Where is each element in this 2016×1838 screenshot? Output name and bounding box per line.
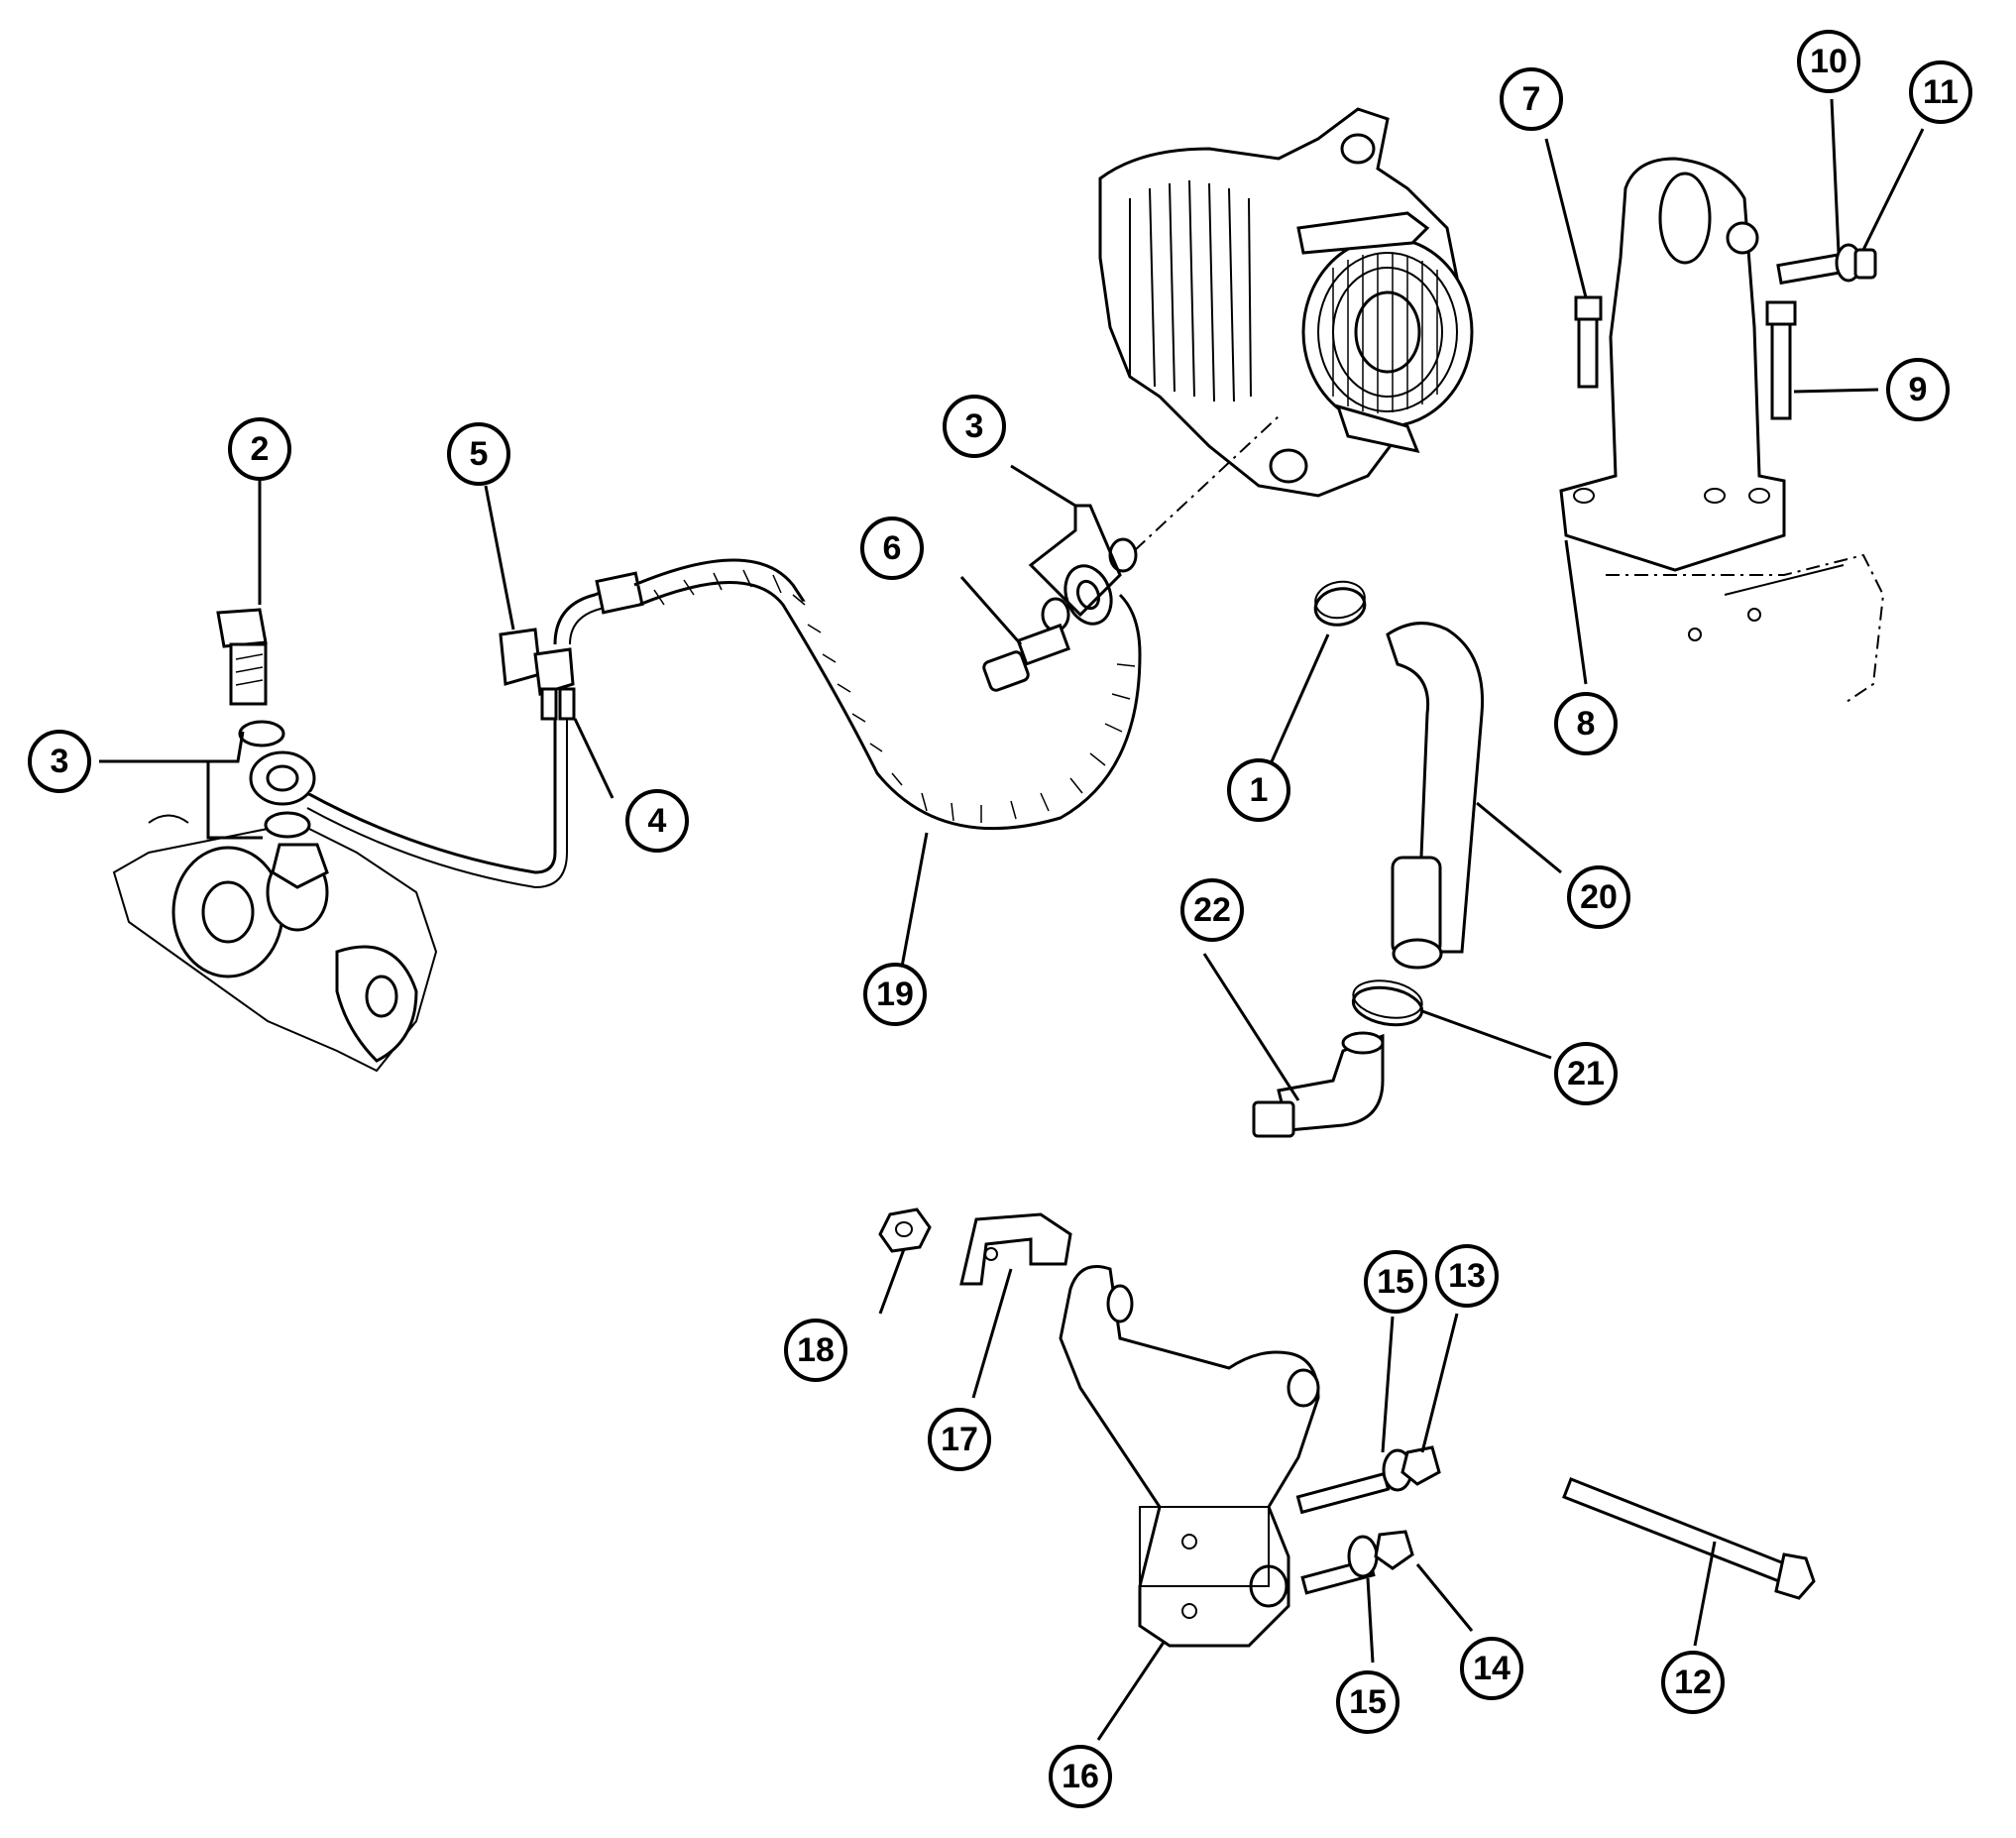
long-bolt-12 <box>1562 1477 1816 1600</box>
callout-16: 16 <box>1049 1745 1112 1808</box>
bolt-7 <box>1574 295 1603 389</box>
callout-18: 18 <box>784 1319 847 1382</box>
tube-clip-5 <box>499 628 576 721</box>
callout-20-label: 20 <box>1580 878 1618 916</box>
banjo-fitting-left <box>249 714 568 889</box>
callout-9: 9 <box>1886 358 1950 421</box>
callout-14: 14 <box>1460 1637 1523 1700</box>
callout-12: 12 <box>1661 1651 1725 1714</box>
callout-18-label: 18 <box>797 1331 835 1369</box>
callout-15-lower: 15 <box>1336 1670 1400 1734</box>
callout-8-label: 8 <box>1577 705 1596 743</box>
callout-17: 17 <box>928 1408 991 1471</box>
washer-right-upper <box>1108 537 1138 573</box>
callout-11-label: 11 <box>1923 73 1959 111</box>
banjo-bolt-6 <box>982 623 1070 692</box>
nut-18 <box>878 1207 932 1253</box>
callout-8: 8 <box>1554 692 1618 755</box>
banjo-bolt-2 <box>216 608 268 706</box>
callout-5: 5 <box>447 422 510 486</box>
callout-21: 21 <box>1554 1042 1618 1105</box>
callout-15-upper-label: 15 <box>1377 1263 1414 1301</box>
callout-17-label: 17 <box>941 1421 978 1458</box>
callout-10: 10 <box>1797 30 1860 93</box>
callout-4: 4 <box>625 789 689 853</box>
callout-13: 13 <box>1435 1244 1499 1308</box>
callout-1-label: 1 <box>1250 771 1269 809</box>
engine-outline-right <box>1606 553 1885 705</box>
callout-3-right: 3 <box>943 395 1006 458</box>
mounting-bracket-8 <box>1559 157 1786 572</box>
callout-20: 20 <box>1567 865 1630 929</box>
callout-2-label: 2 <box>251 430 270 468</box>
callout-9-label: 9 <box>1909 371 1928 408</box>
callout-10-label: 10 <box>1810 43 1848 80</box>
callout-13-label: 13 <box>1448 1257 1486 1295</box>
alternator <box>1098 107 1474 498</box>
callout-3-left-label: 3 <box>51 743 69 780</box>
callout-2: 2 <box>228 417 291 481</box>
washer-11 <box>1835 243 1877 283</box>
callout-6: 6 <box>860 517 924 580</box>
callout-7-label: 7 <box>1522 80 1541 118</box>
callout-4-label: 4 <box>648 802 667 840</box>
washer-lower <box>264 811 311 839</box>
callout-1: 1 <box>1227 758 1290 822</box>
centerline-alternator <box>1134 415 1280 551</box>
callout-16-label: 16 <box>1062 1758 1099 1795</box>
callout-19-label: 19 <box>876 976 914 1013</box>
callout-6-label: 6 <box>883 529 902 567</box>
clip-17 <box>959 1212 1072 1286</box>
bolt-10 <box>1776 252 1847 286</box>
clamp-1 <box>1313 580 1367 627</box>
callout-15-upper: 15 <box>1364 1250 1427 1314</box>
callout-22-label: 22 <box>1193 891 1231 929</box>
bolt-9 <box>1765 300 1797 420</box>
bolt-13-assembly <box>1295 1445 1441 1515</box>
callout-14-label: 14 <box>1473 1650 1511 1687</box>
callout-21-label: 21 <box>1567 1055 1605 1092</box>
fitting-nut-block <box>271 843 329 889</box>
callout-12-label: 12 <box>1674 1664 1712 1701</box>
hose-20 <box>1386 622 1485 970</box>
callout-15-lower-label: 15 <box>1349 1683 1387 1721</box>
clamp-21 <box>1351 979 1424 1027</box>
bolt-14-assembly <box>1300 1530 1414 1595</box>
washer-upper <box>238 720 285 747</box>
callout-19: 19 <box>863 963 927 1026</box>
engine-block-left <box>112 814 438 1073</box>
callout-5-label: 5 <box>470 435 489 473</box>
callout-3-left: 3 <box>28 730 91 793</box>
callout-3-right-label: 3 <box>965 407 984 445</box>
callout-11: 11 <box>1909 60 1972 124</box>
support-bracket-16 <box>1059 1265 1320 1648</box>
callout-7: 7 <box>1500 67 1563 131</box>
leader-lines <box>99 98 1925 1741</box>
callout-22: 22 <box>1180 878 1244 942</box>
elbow-fitting-22 <box>1252 1031 1385 1138</box>
